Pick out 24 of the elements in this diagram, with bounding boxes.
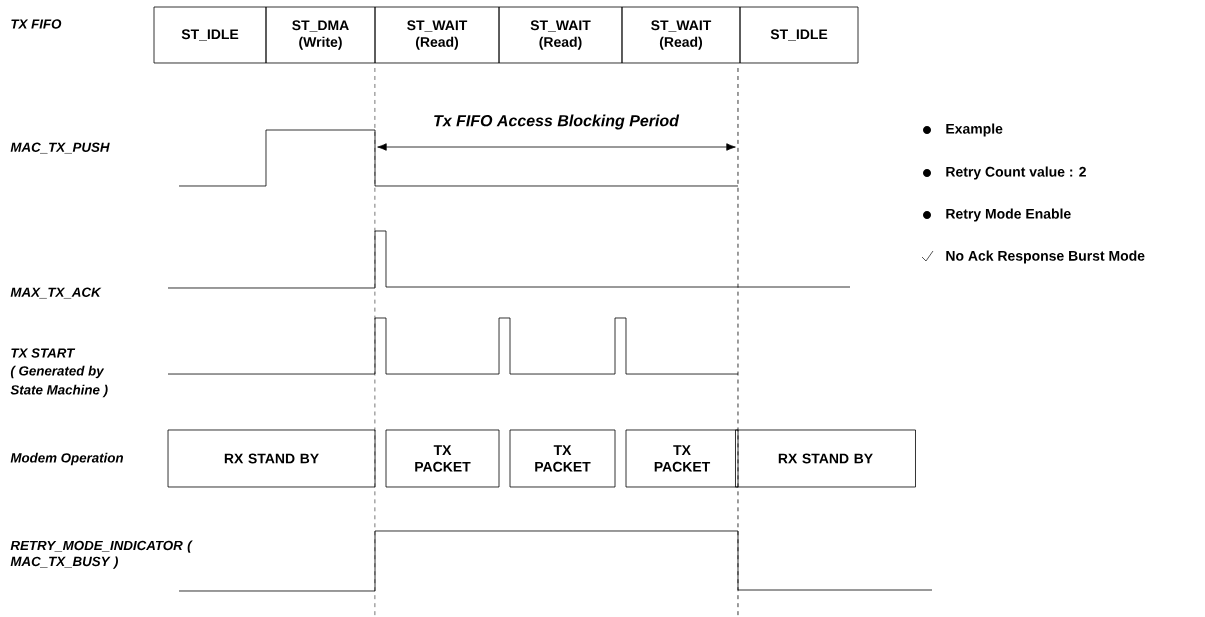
signal-name: TX START [11,348,76,358]
note-text: No Ack Response Burst Mode [946,250,1145,264]
signal-name: MAC_TX_PUSH [10,142,110,154]
state-box: TX PACKET [509,429,616,488]
note-text: Example [946,123,1003,137]
state-box: ST_WAIT (Read) [621,6,741,64]
period-label: Tx FIFO Access Blocking Period [434,114,680,130]
state-box: ST_WAIT (Read) [374,6,500,64]
signal-name: Modem Operation [10,452,123,466]
state-box: ST_DMA (Write) [265,6,376,64]
state-box: RX STAND BY [167,429,376,488]
signal-name: TX FIFO [11,19,62,29]
state-box: ST_WAIT (Read) [498,6,623,64]
state-box: RX STAND BY [735,429,916,488]
signal-name: ( Generated by [10,365,105,379]
state-box: ST_IDLE [739,6,859,64]
note-text: Retry Mode Enable [946,208,1071,222]
note-text: Retry Count value : 2 [946,166,1086,180]
signal-name: MAX_TX_ACK [10,287,102,299]
state-box: TX PACKET [385,429,500,488]
signal-name: RETRY_MODE_INDICATOR ( MAC_TX_BUSY ) [10,540,193,569]
state-box: ST_IDLE [153,6,267,64]
signal-name: State Machine ) [10,384,108,398]
state-box: TX PACKET [625,429,739,488]
